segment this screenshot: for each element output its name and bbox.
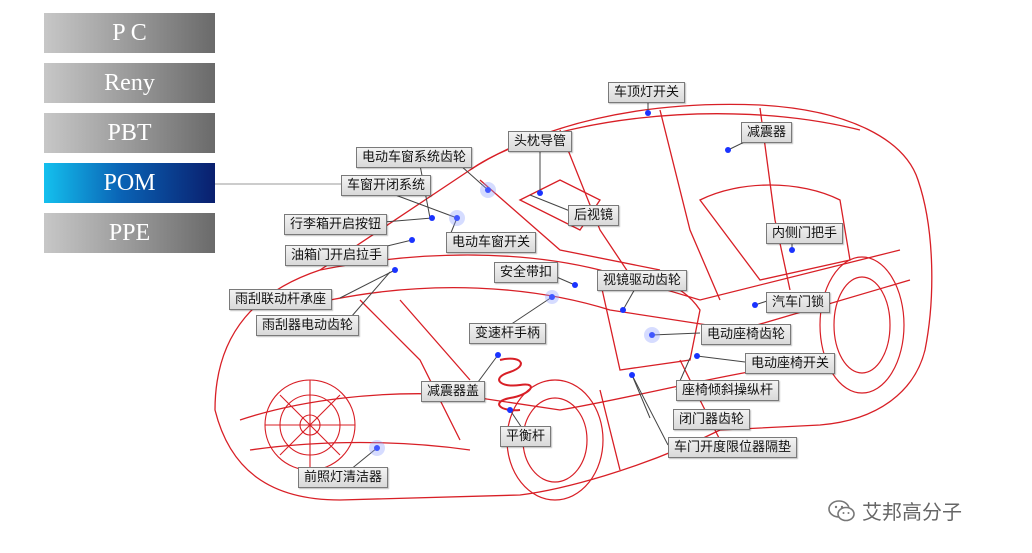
marker [725, 147, 731, 153]
marker-halo [545, 290, 559, 304]
marker [752, 302, 758, 308]
radiator-fan [264, 379, 356, 471]
tab-ppe[interactable]: PPE [44, 213, 215, 253]
marker-halos [369, 182, 660, 456]
watermark-text: 艾邦高分子 [862, 500, 962, 524]
shock-spring [498, 357, 532, 412]
marker [572, 282, 578, 288]
callout-shock-absorber: 减震器 [741, 122, 793, 143]
wheels [506, 256, 905, 501]
callout-gear-shift-handle: 变速杆手柄 [469, 323, 547, 344]
callout-seat-belt: 安全带扣 [494, 262, 559, 283]
marker [549, 294, 555, 300]
marker-halo [449, 210, 465, 226]
car-outline [214, 103, 933, 501]
marker [409, 237, 415, 243]
callout-fuel-door-handle: 油箱门开启拉手 [285, 245, 389, 266]
watermark: 艾邦高分子 [828, 496, 962, 525]
callout-power-seat-gear: 电动座椅齿轮 [701, 324, 792, 345]
tab-reny[interactable]: Reny [44, 63, 215, 103]
marker-halo [369, 440, 385, 456]
rear-wheel-rim [833, 276, 891, 374]
marker [645, 110, 651, 116]
marker [429, 215, 435, 221]
callout-door-stop-spacer: 车门开度限位器隔垫 [668, 437, 798, 458]
callout-window-opening-system: 车窗开闭系统 [341, 175, 432, 196]
callout-roof-light-switch: 车顶灯开关 [608, 82, 686, 103]
marker-halo [480, 182, 496, 198]
material-tabs: P C Reny PBT POM PPE [44, 13, 215, 263]
callout-shock-cover: 减震器盖 [421, 381, 486, 402]
callout-wiper-motor-gear: 雨刮器电动齿轮 [256, 315, 360, 336]
callout-seat-tilt-lever: 座椅倾斜操纵杆 [676, 380, 780, 401]
marker [649, 332, 655, 338]
callout-trunk-button: 行李箱开启按钮 [284, 214, 388, 235]
callout-car-door-lock: 汽车门锁 [766, 292, 831, 313]
marker [374, 445, 380, 451]
callout-power-seat-switch: 电动座椅开关 [745, 353, 836, 374]
tab-pbt[interactable]: PBT [44, 113, 215, 153]
marker [495, 352, 501, 358]
rear-wheel [819, 256, 905, 394]
callout-rear-mirror: 后视镜 [568, 205, 620, 226]
marker [454, 215, 460, 221]
marker [789, 247, 795, 253]
marker [392, 267, 398, 273]
marker [620, 307, 626, 313]
marker [507, 407, 513, 413]
marker [485, 187, 491, 193]
callout-wiper-link-seat: 雨刮联动杆承座 [229, 289, 333, 310]
wechat-icon [828, 499, 855, 521]
callout-door-closer-gear: 闭门器齿轮 [673, 409, 751, 430]
tab-pc[interactable]: P C [44, 13, 215, 53]
callout-headlamp-cleaner: 前照灯清洁器 [298, 467, 389, 488]
marker-halo [644, 327, 660, 343]
callout-power-window-switch: 电动车窗开关 [446, 232, 537, 253]
callout-stabilizer-bar: 平衡杆 [500, 426, 552, 447]
callout-headrest-guide: 头枕导管 [508, 131, 573, 152]
callout-inner-door-handle: 内侧门把手 [766, 223, 844, 244]
marker [694, 353, 700, 359]
tab-pom[interactable]: POM [44, 163, 215, 203]
callout-power-window-gear: 电动车窗系统齿轮 [356, 147, 473, 168]
marker [629, 372, 635, 378]
marker [537, 190, 543, 196]
callout-mirror-drive-gear: 视镜驱动齿轮 [597, 270, 688, 291]
